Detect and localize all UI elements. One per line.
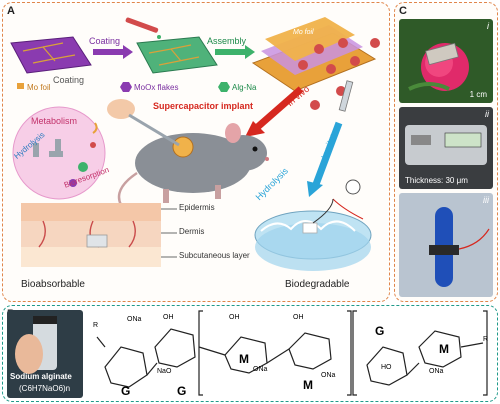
- coating-arrow: [93, 45, 133, 59]
- naooc-1: NaO: [157, 368, 172, 375]
- coating-label: Coating: [53, 75, 85, 85]
- ona-2: ONa: [253, 366, 268, 373]
- r-label-left: R: [93, 322, 99, 329]
- photo-c-i-label: i: [487, 21, 489, 31]
- oh-1: OH: [163, 314, 174, 321]
- legend-moox: MoOx flakes: [134, 83, 179, 92]
- alginate-structure: [96, 310, 488, 396]
- panel-a: A: [2, 2, 390, 302]
- panel-a-label: A: [7, 5, 15, 17]
- layer-epidermis: Epidermis: [179, 203, 215, 212]
- photo-c-ii-label: ii: [485, 109, 489, 119]
- oh-3: OH: [293, 314, 304, 321]
- unit-g-1: G: [121, 384, 131, 398]
- metabolism-label: Metabolism: [31, 116, 78, 126]
- panel-c-label: C: [399, 5, 407, 17]
- unit-g-3: G: [375, 324, 385, 338]
- scale-label: 1 cm: [469, 90, 487, 99]
- coating-step: Coating: [89, 36, 121, 46]
- ho-1: HO: [381, 364, 392, 371]
- unit-g-2: G: [177, 384, 187, 398]
- alg-legend-icon: [218, 82, 230, 92]
- photo-vial: Sodium alginate (C6H7NaO6)n: [7, 310, 83, 398]
- photo-micrometer: ii Thickness: 30 μm: [399, 107, 493, 189]
- photo-rose: i 1 cm: [399, 19, 493, 103]
- ona-1: ONa: [127, 316, 142, 323]
- in-vitro-arrow: [307, 121, 343, 197]
- coated-plate: [136, 36, 218, 74]
- unit-m-3: M: [439, 342, 449, 356]
- layer-dermis: Dermis: [179, 227, 205, 236]
- petri-dish: [254, 179, 372, 271]
- panel-a-illustration: [10, 17, 380, 271]
- panel-c: C i 1 cm ii Thickness: 30 μm iii: [394, 2, 498, 302]
- foil-label: Mo foil: [293, 29, 314, 36]
- assembled-device: [251, 17, 380, 110]
- compound-formula: (C6H7NaO6)n: [19, 384, 71, 393]
- legend-mo-foil: Mo foil: [27, 83, 51, 92]
- panel-b: B Sodium alginate (C6H7NaO6)n: [2, 305, 498, 402]
- mouse-illustration: [117, 123, 269, 214]
- thickness-label: Thickness: 30 μm: [405, 176, 468, 185]
- metabolism-bubble: [12, 106, 106, 200]
- r-label-right: R: [483, 336, 489, 343]
- assembly-arrow: [215, 45, 255, 59]
- photo-finger: iii: [399, 193, 493, 297]
- unit-m-1: M: [239, 352, 249, 366]
- forceps-icon: [107, 99, 180, 147]
- layer-subcutaneous: Subcutaneous layer: [179, 251, 250, 260]
- moox-legend-icon: [120, 82, 132, 92]
- pipette-icon: [125, 17, 161, 39]
- in-vivo-arrow: [245, 86, 304, 137]
- mo-foil-plate: [10, 36, 92, 74]
- legend-alg: Alg-Na: [232, 83, 257, 92]
- supercap-label: Supercapacitor implant: [153, 101, 254, 111]
- ona-4: ONa: [429, 368, 444, 375]
- syringe-icon: [338, 80, 354, 112]
- compound-name: Sodium alginate: [10, 372, 72, 381]
- biodegradable-label: Biodegradable: [285, 279, 350, 290]
- mo-foil-legend-icon: [17, 83, 24, 89]
- unit-m-2: M: [303, 378, 313, 392]
- bioabsorbable-label: Bioabsorbable: [21, 279, 85, 290]
- skin-section: [21, 203, 177, 267]
- oh-2: OH: [229, 314, 240, 321]
- ona-3: ONa: [321, 372, 336, 379]
- photo-c-iii-label: iii: [483, 195, 489, 205]
- assembly-step: Assembly: [207, 36, 247, 46]
